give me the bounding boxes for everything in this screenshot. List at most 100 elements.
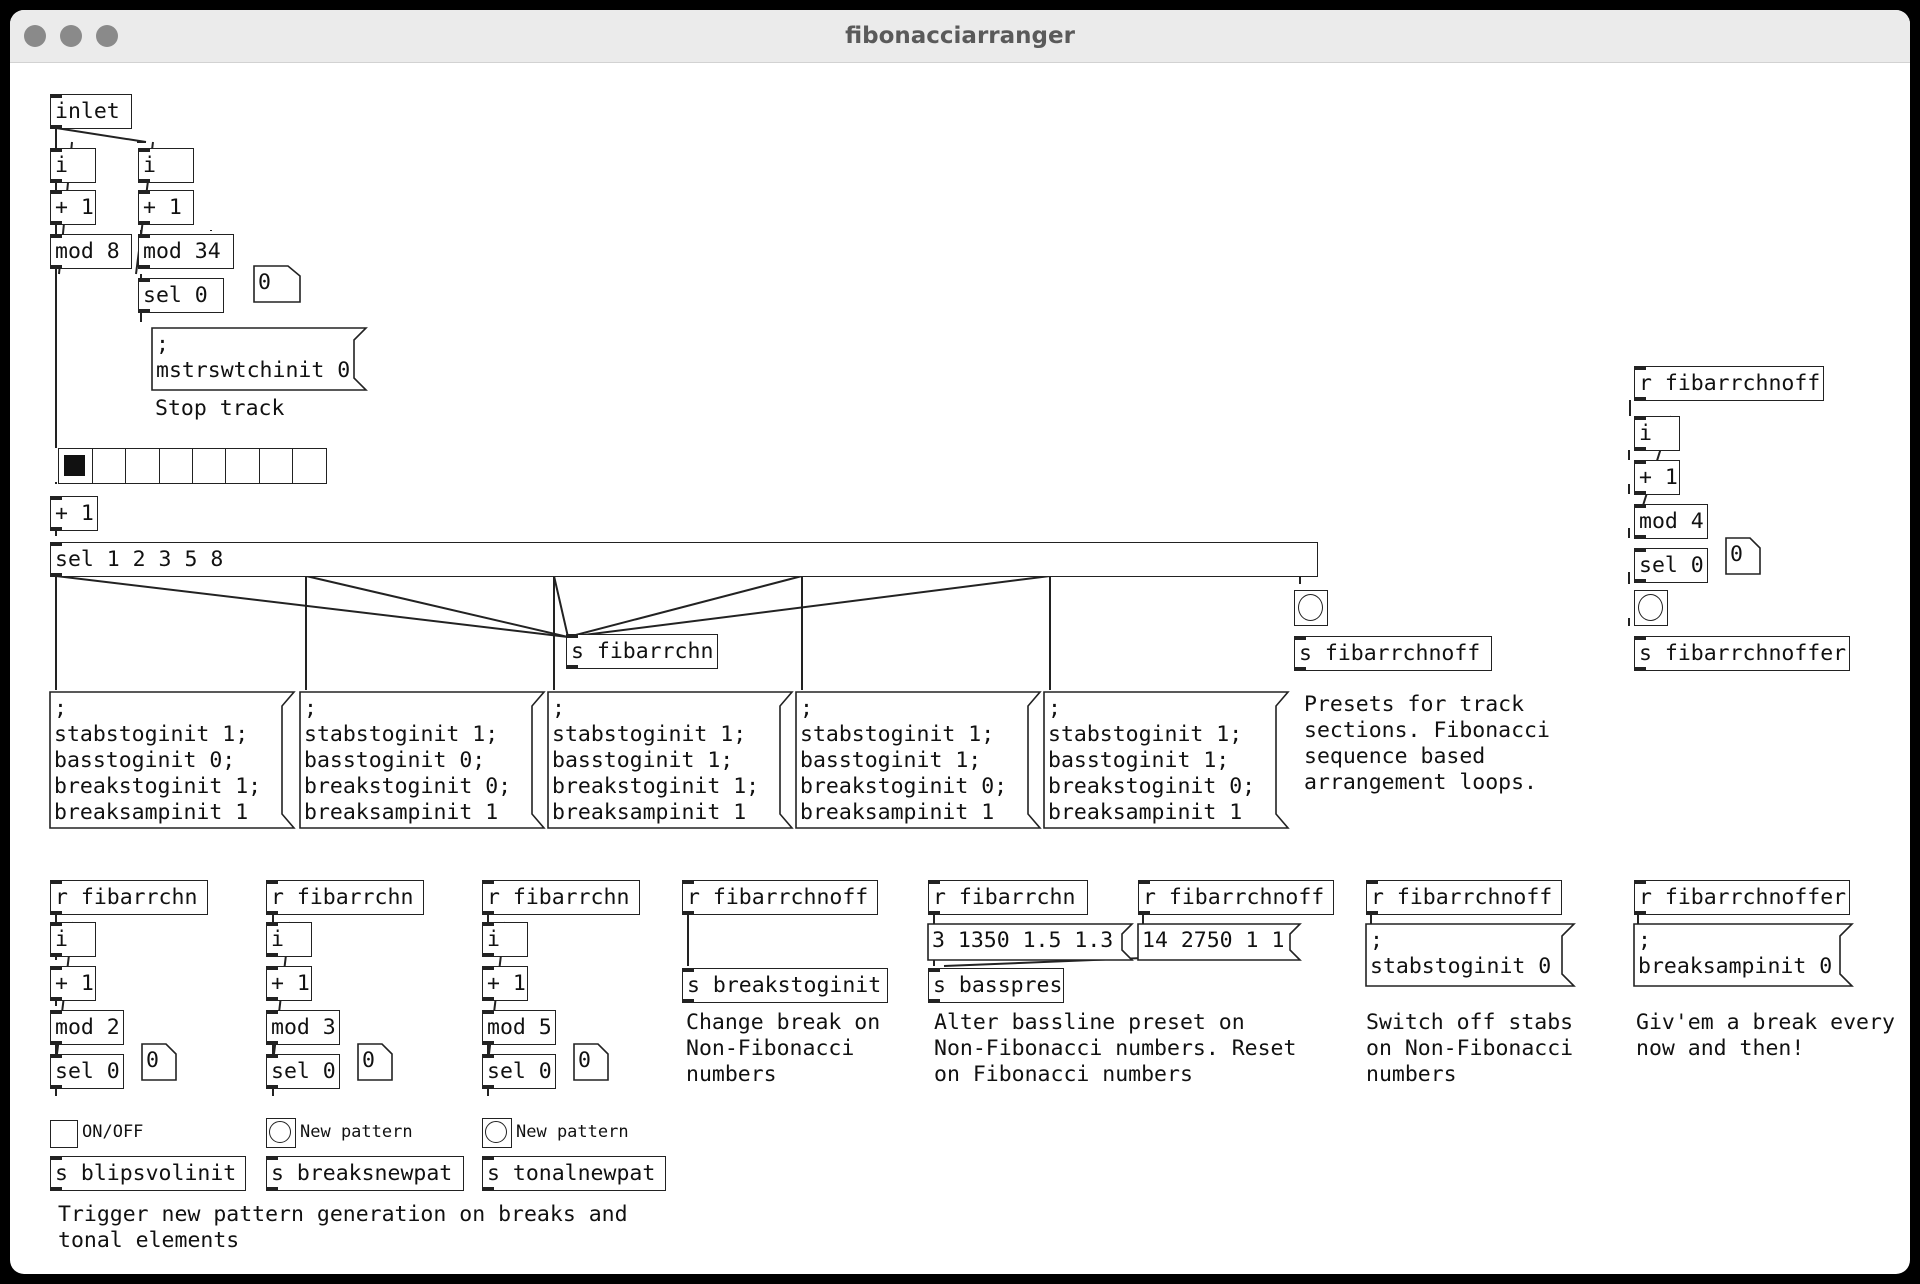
comment-stop-track: Stop track [155,396,285,421]
add-object-2[interactable]: + 1 [266,966,312,1001]
message-text: ; stabstoginit 1; basstoginit 1; breakst… [1048,696,1256,825]
number-box-3[interactable]: 0 [573,1043,609,1081]
send-fibarrchnoff[interactable]: s fibarrchnoff [1294,636,1492,671]
mod-5-object[interactable]: mod 5 [482,1010,556,1045]
number-value: 0 [258,270,271,295]
bang-label-new-pattern-2: New pattern [516,1122,629,1142]
send-breaksnewpat[interactable]: s breaksnewpat [266,1156,464,1191]
receive-fibarrchn-bass[interactable]: r fibarrchn [928,880,1088,915]
int-object-1[interactable]: i [50,922,96,957]
send-fibarrchn[interactable]: s fibarrchn [566,634,718,669]
receive-fibarrchnoff-right[interactable]: r fibarrchnoff [1634,366,1824,401]
number-box-c[interactable]: 0 [1725,537,1761,575]
message-text: 3 1350 1.5 1.3 [932,928,1114,953]
mod-4-object[interactable]: mod 4 [1634,504,1708,539]
int-object-2[interactable]: i [266,922,312,957]
mod-2-object[interactable]: mod 2 [50,1010,124,1045]
patch-cords [54,127,1672,1096]
int-object-3[interactable]: i [482,922,528,957]
radio-cell-3[interactable] [158,448,194,484]
int-object-a[interactable]: i [50,148,96,183]
number-value: 0 [362,1048,375,1073]
sel-1-2-3-5-8-object[interactable]: sel 1 2 3 5 8 [50,542,1318,577]
send-breakstoginit[interactable]: s breakstoginit [682,968,888,1003]
add-object-a[interactable]: + 1 [50,190,96,225]
message-bass-preset-1[interactable]: 3 1350 1.5 1.3 [927,923,1134,961]
number-value: 0 [1730,542,1743,567]
window-title: fibonacciarranger [845,23,1075,49]
radio-cell-7[interactable] [292,448,328,484]
mod-34-object[interactable]: mod 34 [138,234,234,269]
sel-0-object-3[interactable]: sel 0 [482,1054,556,1089]
close-window-button[interactable] [24,25,46,47]
receive-fibarrchn-2[interactable]: r fibarrchn [266,880,424,915]
radio-cell-4[interactable] [192,448,228,484]
number-box-1[interactable]: 0 [141,1043,177,1081]
preset-message-5[interactable]: ; stabstoginit 1; basstoginit 1; breakst… [1043,691,1290,829]
patch-window: fibonacciarranger [10,10,1910,1274]
receive-fibarrchnoff-stabs[interactable]: r fibarrchnoff [1366,880,1562,915]
radio-cell-6[interactable] [258,448,294,484]
number-box-b[interactable]: 0 [253,265,301,303]
message-breaksampinit-off[interactable]: ; breaksampinit 0 [1633,923,1854,987]
message-text: ; stabstoginit 1; basstoginit 0; breakst… [304,696,512,825]
add-object-b[interactable]: + 1 [138,190,194,225]
comment-alter-bassline: Alter bassline preset on Non-Fibonacci n… [934,1010,1297,1087]
message-bass-preset-2[interactable]: 14 2750 1 1 [1137,923,1302,961]
message-mstrswtchinit[interactable]: ; mstrswtchinit 0 [151,327,368,391]
zoom-window-button[interactable] [96,25,118,47]
receive-fibarrchnoff-breaks[interactable]: r fibarrchnoff [682,880,878,915]
bang-right[interactable] [1634,590,1668,626]
bang-label-new-pattern-1: New pattern [300,1122,413,1142]
minimize-window-button[interactable] [60,25,82,47]
number-value: 0 [146,1048,159,1073]
radio-cell-0[interactable] [58,448,94,484]
mod-3-object[interactable]: mod 3 [266,1010,340,1045]
add-object-1[interactable]: + 1 [50,966,96,1001]
receive-fibarrchn-1[interactable]: r fibarrchn [50,880,208,915]
toggle-blipsvol[interactable] [50,1120,78,1148]
radio-cell-5[interactable] [225,448,261,484]
toggle-label-onoff: ON/OFF [82,1122,144,1142]
send-basspres[interactable]: s basspres [928,968,1064,1003]
sel-0-object-c[interactable]: sel 0 [1634,548,1708,583]
preset-message-1[interactable]: ; stabstoginit 1; basstoginit 0; breakst… [49,691,296,829]
preset-message-3[interactable]: ; stabstoginit 1; basstoginit 1; breakst… [547,691,794,829]
sel-0-object-b[interactable]: sel 0 [138,278,224,313]
title-bar: fibonacciarranger [10,10,1910,63]
send-blipsvolinit[interactable]: s blipsvolinit [50,1156,246,1191]
bang-tonalnewpat[interactable] [482,1118,512,1148]
inlet-object[interactable]: inlet [50,94,132,129]
receive-fibarrchnoffer[interactable]: r fibarrchnoffer [1634,880,1850,915]
bang-fibarrchnoff[interactable] [1294,590,1328,626]
radio-cell-2[interactable] [125,448,161,484]
number-value: 0 [578,1048,591,1073]
preset-message-2[interactable]: ; stabstoginit 1; basstoginit 0; breakst… [299,691,546,829]
add-object-radio[interactable]: + 1 [50,496,98,531]
message-stabstoginit-off[interactable]: ; stabstoginit 0 [1365,923,1576,987]
preset-message-4[interactable]: ; stabstoginit 1; basstoginit 1; breakst… [795,691,1042,829]
receive-fibarrchnoff-bass[interactable]: r fibarrchnoff [1138,880,1334,915]
hradio-step-counter[interactable] [58,448,328,484]
number-box-2[interactable]: 0 [357,1043,393,1081]
patch-canvas[interactable]: inlet i + 1 mod 8 i + 1 mod 34 sel 0 0 ;… [10,62,1910,1274]
message-text: ; stabstoginit 1; basstoginit 1; breakst… [800,696,1008,825]
comment-switch-off-stabs: Switch off stabs on Non-Fibonacci number… [1366,1010,1574,1087]
bang-breaksnewpat[interactable] [266,1118,296,1148]
send-tonalnewpat[interactable]: s tonalnewpat [482,1156,666,1191]
message-text: ; stabstoginit 0 [1370,928,1552,979]
radio-cell-1[interactable] [91,448,127,484]
message-text: ; stabstoginit 1; basstoginit 0; breakst… [54,696,262,825]
comment-presets: Presets for track sections. Fibonacci se… [1304,692,1550,795]
add-object-3[interactable]: + 1 [482,966,528,1001]
mod-8-object[interactable]: mod 8 [50,234,132,269]
sel-0-object-2[interactable]: sel 0 [266,1054,340,1089]
int-object-b[interactable]: i [138,148,194,183]
receive-fibarrchn-3[interactable]: r fibarrchn [482,880,640,915]
add-object-c[interactable]: + 1 [1634,460,1680,495]
comment-trigger-new-pattern: Trigger new pattern generation on breaks… [58,1202,628,1253]
comment-change-break: Change break on Non-Fibonacci numbers [686,1010,881,1087]
send-fibarrchnoffer[interactable]: s fibarrchnoffer [1634,636,1850,671]
sel-0-object-1[interactable]: sel 0 [50,1054,124,1089]
int-object-c[interactable]: i [1634,416,1680,451]
